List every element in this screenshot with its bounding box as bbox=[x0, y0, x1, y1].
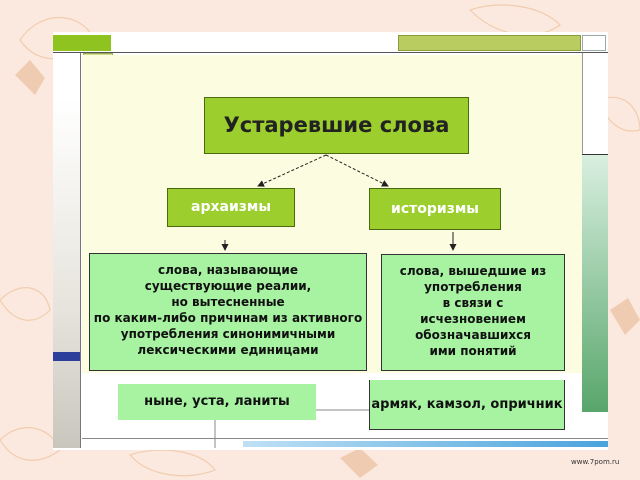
historisms-description-line: обозначавшихся bbox=[415, 328, 531, 342]
header-divider bbox=[53, 52, 608, 53]
archaisms-description-line: слова, называющие bbox=[158, 263, 298, 277]
historisms-description-line: слова, вышедшие из bbox=[399, 264, 547, 278]
historisms-description-line: в связи с bbox=[442, 296, 504, 310]
footer-blue-bar bbox=[243, 441, 608, 447]
left-strip-blue-mark bbox=[53, 352, 81, 361]
archaisms-description: слова, называющие существующие реалии, н… bbox=[89, 253, 367, 371]
watermark: www.7pom.ru bbox=[571, 458, 620, 466]
leaf-fill-3 bbox=[340, 448, 378, 478]
leaf-fill-1 bbox=[15, 60, 45, 95]
header-accent-corner bbox=[582, 35, 606, 51]
historisms-description-line: исчезновением bbox=[420, 312, 526, 326]
arrow-to-archaisms bbox=[257, 154, 327, 187]
leaf-outline-2 bbox=[468, 4, 561, 36]
right-strip-top bbox=[582, 53, 608, 154]
archaisms-box: архаизмы bbox=[167, 188, 295, 227]
historisms-examples: армяк, камзол, опричник bbox=[369, 380, 565, 430]
right-strip-gradient bbox=[582, 154, 608, 412]
arrow-to-historisms bbox=[325, 154, 389, 187]
historisms-description: слова, вышедшие из употребления в связи … bbox=[381, 254, 565, 371]
archaisms-examples: ныне, уста, ланиты bbox=[118, 384, 316, 420]
historisms-description-line: употребления bbox=[424, 280, 522, 294]
archaisms-description-line: лексическими единицами bbox=[137, 343, 319, 357]
leaf-fill-2 bbox=[610, 298, 640, 335]
header-accent-right bbox=[398, 35, 581, 51]
leaf-outline-6 bbox=[128, 449, 216, 477]
archaisms-description-line: существующие реалии, bbox=[144, 279, 312, 293]
historisms-box: историзмы bbox=[369, 188, 501, 230]
diagram-title: Устаревшие слова bbox=[204, 97, 469, 154]
archaisms-description-line: употребления синонимичными bbox=[120, 327, 336, 341]
historisms-description-line: ими понятий bbox=[429, 344, 517, 358]
leaf-outline-3 bbox=[0, 287, 51, 321]
footer-divider bbox=[82, 438, 608, 439]
header-accent-left bbox=[53, 35, 111, 51]
archaisms-description-line: по каким-либо причинам из активного bbox=[93, 311, 363, 325]
left-strip-divider bbox=[80, 53, 81, 448]
archaisms-description-line: но вытесненные bbox=[171, 295, 285, 309]
